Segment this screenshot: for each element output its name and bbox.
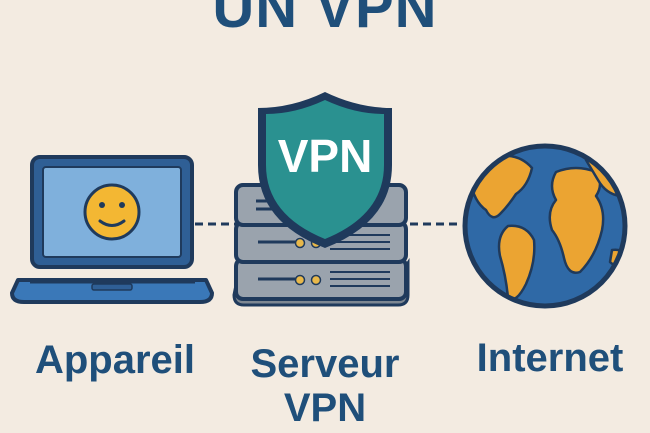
server-label: Serveur VPN bbox=[225, 342, 425, 430]
device-label: Appareil bbox=[34, 338, 196, 382]
shield-icon: VPN bbox=[258, 92, 392, 248]
server-label-line2: VPN bbox=[283, 386, 367, 430]
internet-label: Internet bbox=[476, 336, 624, 380]
diagram-title: UN VPN bbox=[212, 0, 438, 40]
smiley-face-icon bbox=[83, 183, 141, 241]
shield-label: VPN bbox=[278, 130, 373, 182]
globe-icon bbox=[462, 143, 628, 309]
server-label-line1: Serveur bbox=[250, 342, 400, 386]
laptop-icon bbox=[10, 155, 214, 304]
